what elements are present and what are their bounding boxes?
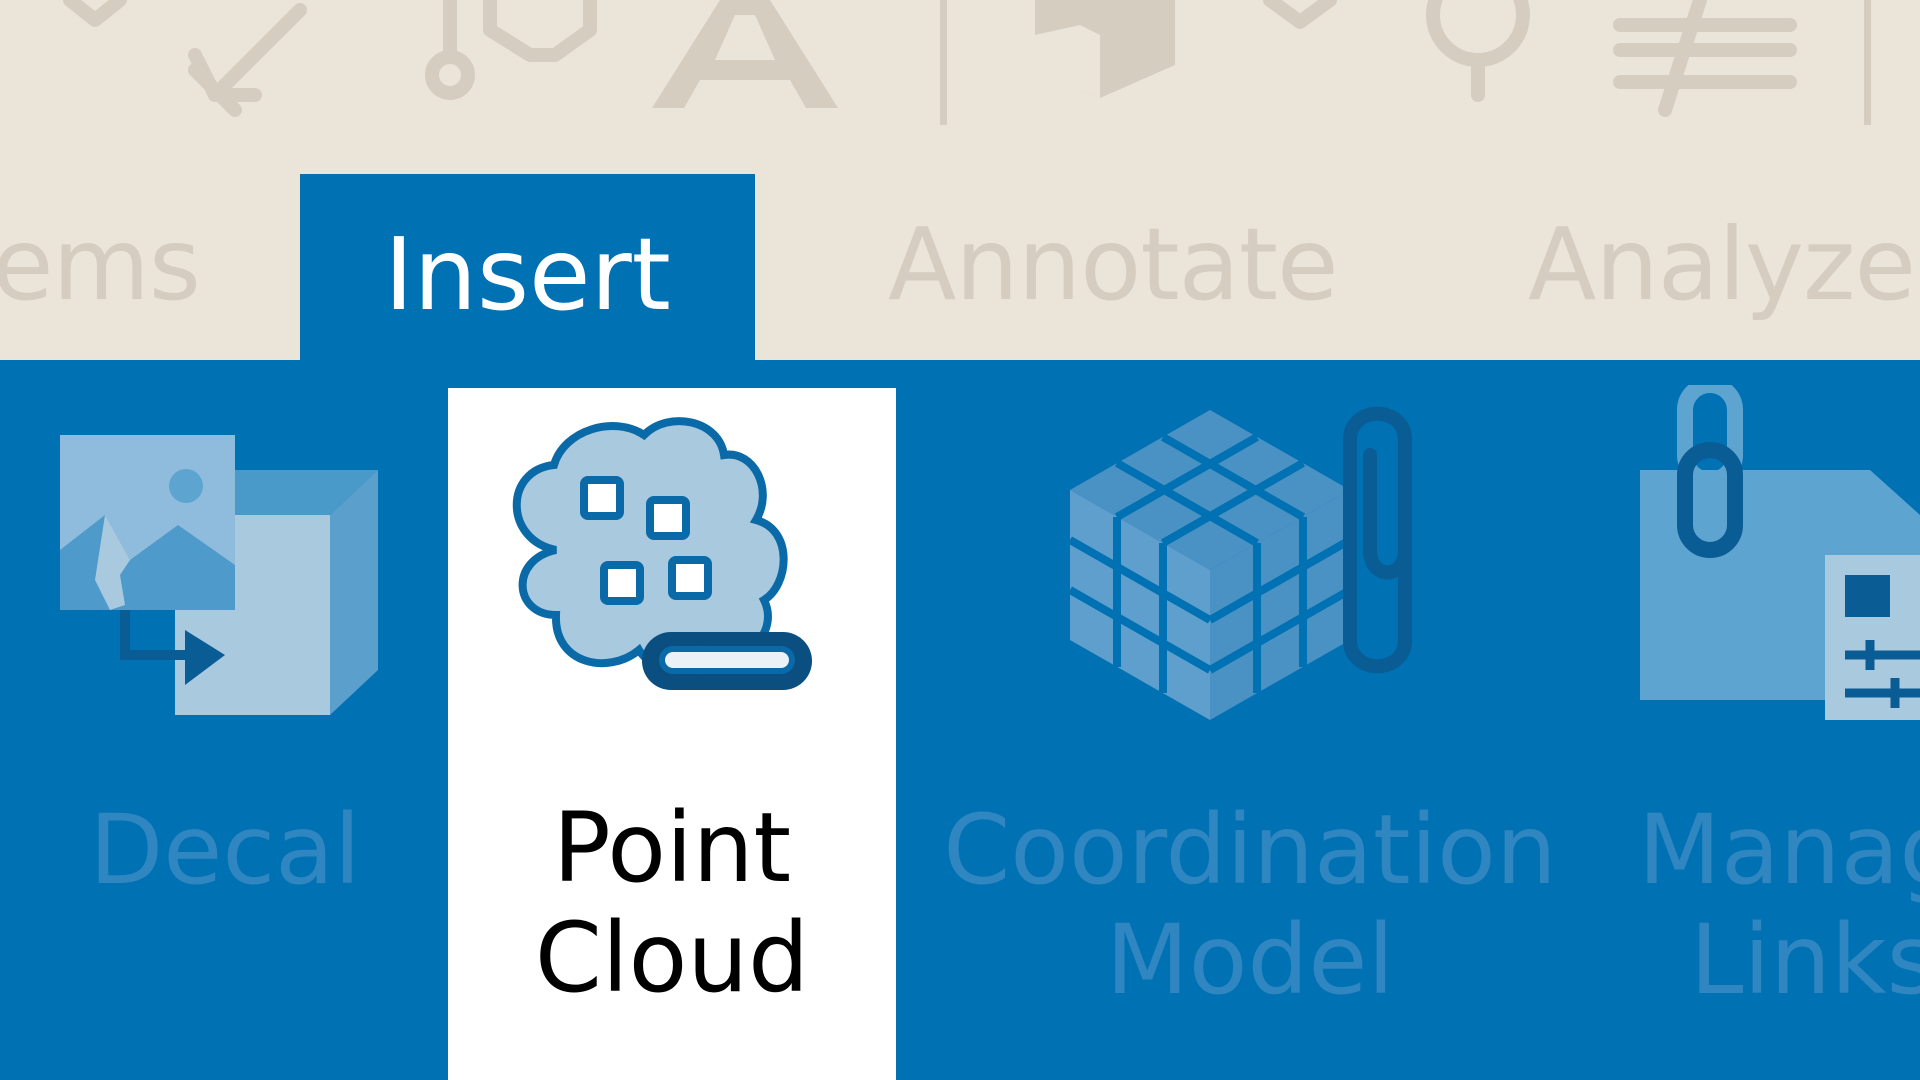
manage-links-icon [1640,385,1920,720]
coordination-model-label-line1: Coordination [943,794,1557,906]
decal-label: Decal [89,794,361,906]
point-cloud-label-line2: Cloud [534,902,810,1014]
toolbar-separator [1864,0,1871,125]
tab-insert-label: Insert [384,216,671,333]
dropdown-arrow-icon [63,0,127,27]
tab-systems[interactable]: ems [0,206,201,323]
tab-annotate[interactable]: Annotate [888,206,1339,323]
tab-insert[interactable]: Insert [300,174,755,360]
point-cloud-label-line1: Point [552,792,792,904]
point-cloud-button[interactable]: Point Cloud [448,388,896,1080]
manage-links-label-line2: Links [1690,904,1920,1016]
chain-link-icon [642,632,812,690]
coordination-model-label-line2: Model [1105,904,1395,1016]
toolbar-icons [63,0,1797,117]
location-pin-icon [1426,0,1530,102]
chevron-down-icon [1263,0,1337,29]
manage-links-label-line1: Manag [1638,794,1920,906]
toolbar-separator [940,0,947,125]
chain-link-icon [1677,385,1743,558]
tab-analyze[interactable]: Analyze [1528,206,1916,323]
quick-access-toolbar: ems Insert Annotate Analyze [0,0,1920,360]
paperclip-icon [1343,406,1412,647]
point-cloud-icon [512,417,812,690]
text-list-icon [1613,0,1797,117]
package-icon [1035,0,1175,98]
decal-icon [60,435,378,715]
arrow-icon [188,3,307,117]
node-icon [425,0,597,100]
coordination-model-icon [1070,406,1412,720]
